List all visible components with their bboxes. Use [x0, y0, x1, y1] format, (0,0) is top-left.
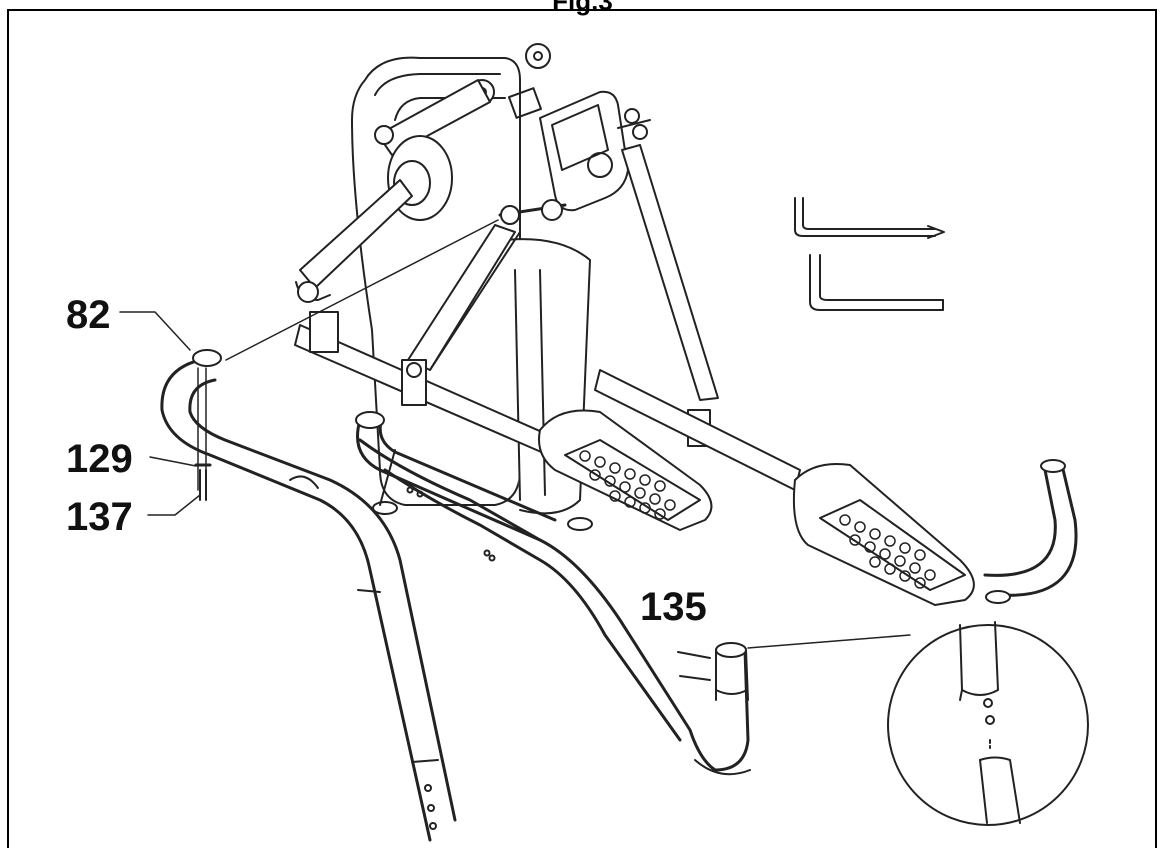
- leader-137: [147, 494, 201, 516]
- figure-title: Fig.3: [552, 0, 613, 16]
- left-upper-arm: [295, 179, 413, 303]
- left-pedal: [538, 409, 713, 531]
- left-pedal-arm: [294, 311, 561, 459]
- leader-129: [149, 456, 197, 467]
- hex-key-tools: [794, 197, 945, 311]
- part-label-135: 135: [640, 585, 707, 629]
- bolt-137: [199, 469, 207, 501]
- front-right-tube: [358, 438, 751, 776]
- detail-view: [747, 621, 1089, 826]
- front-left-tube: [160, 349, 457, 842]
- leader-assembly: [225, 219, 499, 361]
- figure-frame: [7, 9, 1157, 848]
- base-tube: [355, 411, 593, 542]
- right-rear-tube: [983, 459, 1078, 604]
- leader-lines: [119, 219, 499, 516]
- bolts-135: [677, 651, 711, 681]
- part-label-129: 129: [66, 437, 133, 481]
- right-pedal: [594, 369, 975, 606]
- part-label-137: 137: [66, 495, 133, 539]
- part-label-82: 82: [66, 293, 111, 337]
- leader-82: [119, 311, 191, 351]
